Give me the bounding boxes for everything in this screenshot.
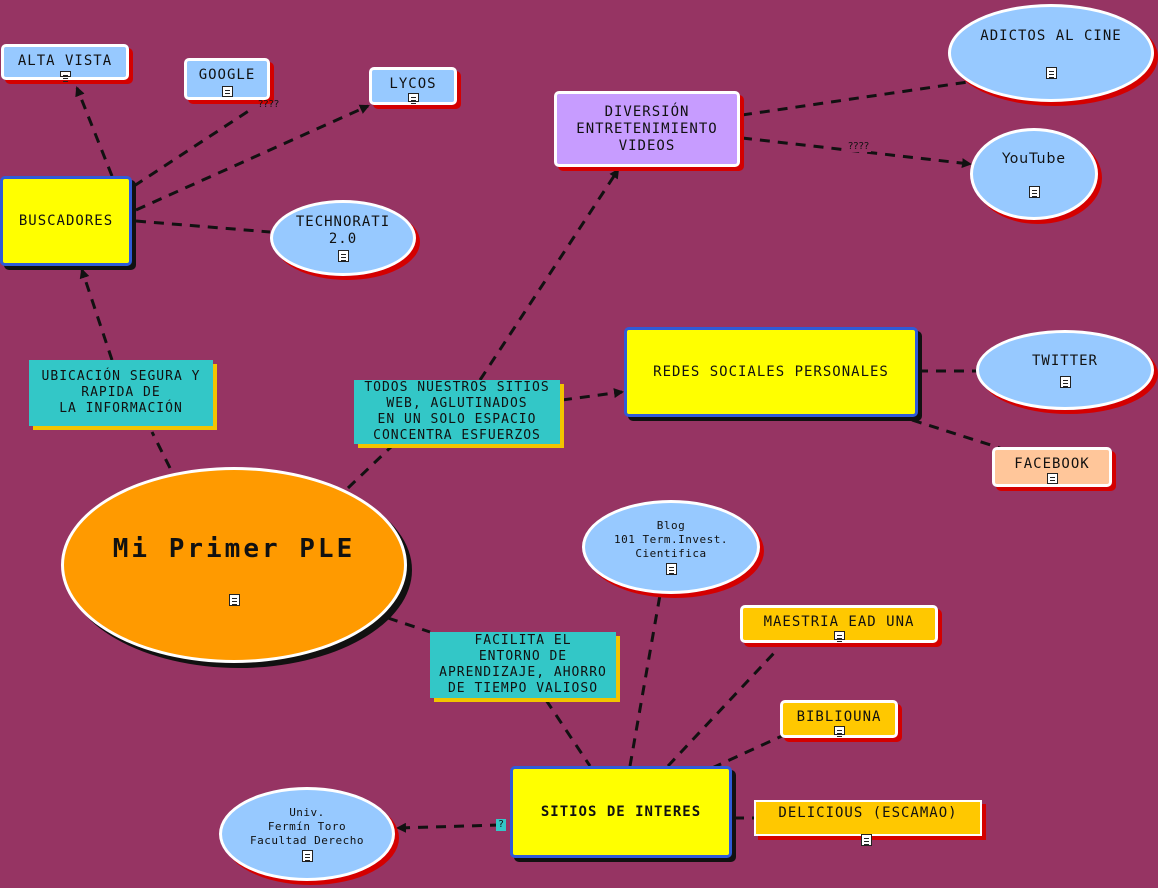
edge-note-univ: ? — [496, 819, 506, 831]
link-sitios-blog — [628, 594, 662, 767]
document-icon[interactable] — [337, 250, 349, 262]
document-icon[interactable] — [1046, 473, 1058, 484]
document-icon[interactable] — [861, 834, 872, 846]
node-diversion[interactable]: DIVERSIÓN ENTRETENIMIENTO VIDEOS — [554, 91, 740, 167]
node-maestria[interactable]: MAESTRIA EAD UNA — [740, 605, 938, 643]
link-buscadores-google — [133, 108, 251, 188]
node-bibliouna-label: BIBLIOUNA — [796, 709, 882, 725]
edge-note-youtube: ???? — [846, 141, 872, 152]
node-twitter-label: TWITTER — [1031, 352, 1098, 369]
central-node-mi-primer-ple[interactable]: Mi Primer PLE — [61, 467, 407, 663]
link-sitios-maestria — [666, 650, 777, 768]
edge-note-google: ???? — [258, 99, 280, 110]
node-google-label: GOOGLE — [198, 67, 256, 83]
document-icon[interactable] — [833, 726, 845, 735]
document-icon[interactable] — [59, 71, 71, 77]
node-technorati-label: TECHNORATI 2.0 — [295, 214, 391, 247]
link-ple-ubicacion — [150, 431, 172, 469]
document-icon[interactable] — [665, 563, 677, 575]
document-icon[interactable] — [301, 850, 313, 862]
node-sitios-label: SITIOS DE INTERES — [540, 803, 702, 820]
node-univ-label: Univ. Fermín Toro Facultad Derecho — [250, 806, 364, 847]
node-blog[interactable]: Blog 101 Term.Invest. Cientifica — [582, 500, 760, 594]
link-ple-todos — [346, 444, 394, 490]
node-adictos-label: ADICTOS AL CINE — [980, 27, 1122, 44]
node-twitter[interactable]: TWITTER — [976, 330, 1154, 410]
node-redes-sociales[interactable]: REDES SOCIALES PERSONALES — [624, 327, 918, 417]
node-redes-label: REDES SOCIALES PERSONALES — [653, 363, 889, 380]
node-alta-vista-label: ALTA VISTA — [17, 53, 113, 69]
link-todos-diversion — [478, 168, 620, 381]
node-facebook-label: FACEBOOK — [1014, 456, 1090, 472]
node-buscadores-label: BUSCADORES — [18, 212, 114, 229]
document-icon[interactable] — [228, 593, 240, 606]
node-adictos-al-cine[interactable]: ADICTOS AL CINE — [948, 4, 1154, 102]
link-todos-redes — [561, 388, 624, 402]
link-redes-facebook — [911, 418, 1001, 450]
link-ubicacion-buscadores — [79, 268, 114, 361]
node-univ-fermin-toro[interactable]: Univ. Fermín Toro Facultad Derecho — [219, 787, 395, 881]
node-buscadores[interactable]: BUSCADORES — [0, 176, 132, 266]
document-icon[interactable] — [1059, 375, 1071, 388]
central-title: Mi Primer PLE — [112, 533, 356, 564]
document-icon[interactable] — [1045, 66, 1057, 79]
node-delicious-label: DELICIOUS (ESCAMAO) — [778, 805, 958, 821]
document-icon[interactable] — [833, 631, 845, 640]
link-label-todos: TODOS NUESTROS SITIOS WEB, AGLUTINADOS E… — [354, 380, 560, 444]
link-buscadores-altavista — [75, 86, 114, 177]
document-icon[interactable] — [407, 93, 419, 102]
link-buscadores-technorati — [135, 219, 271, 234]
node-technorati[interactable]: TECHNORATI 2.0 — [270, 200, 416, 276]
node-blog-label: Blog 101 Term.Invest. Cientifica — [614, 519, 728, 560]
node-bibliouna[interactable]: BIBLIOUNA — [780, 700, 898, 738]
link-buscadores-lycos — [135, 104, 370, 212]
link-label-facilita: FACILITA EL ENTORNO DE APRENDIZAJE, AHOR… — [430, 632, 616, 698]
link-sitios-univ — [396, 822, 501, 833]
node-lycos[interactable]: LYCOS — [369, 67, 457, 105]
document-icon[interactable] — [1028, 185, 1040, 198]
document-icon[interactable] — [221, 86, 233, 97]
node-lycos-label: LYCOS — [389, 76, 437, 92]
node-alta-vista[interactable]: ALTA VISTA — [1, 44, 129, 80]
node-maestria-label: MAESTRIA EAD UNA — [763, 614, 915, 630]
link-diversion-adictos — [741, 80, 969, 117]
link-facilita-sitios — [544, 699, 592, 767]
node-delicious[interactable]: DELICIOUS (ESCAMAO) — [754, 800, 982, 836]
node-diversion-label: DIVERSIÓN ENTRETENIMIENTO VIDEOS — [576, 103, 718, 154]
node-youtube[interactable]: YouTube — [970, 128, 1098, 220]
link-label-ubicacion: UBICACIÓN SEGURA Y RAPIDA DE LA INFORMAC… — [29, 360, 213, 426]
link-sitios-bibliouna — [711, 734, 783, 770]
link-ple-facilita — [387, 616, 431, 634]
node-google[interactable]: GOOGLE — [184, 58, 270, 100]
node-youtube-label: YouTube — [1002, 150, 1066, 167]
node-sitios-de-interes[interactable]: SITIOS DE INTERES — [510, 766, 732, 858]
node-facebook[interactable]: FACEBOOK — [992, 447, 1112, 487]
